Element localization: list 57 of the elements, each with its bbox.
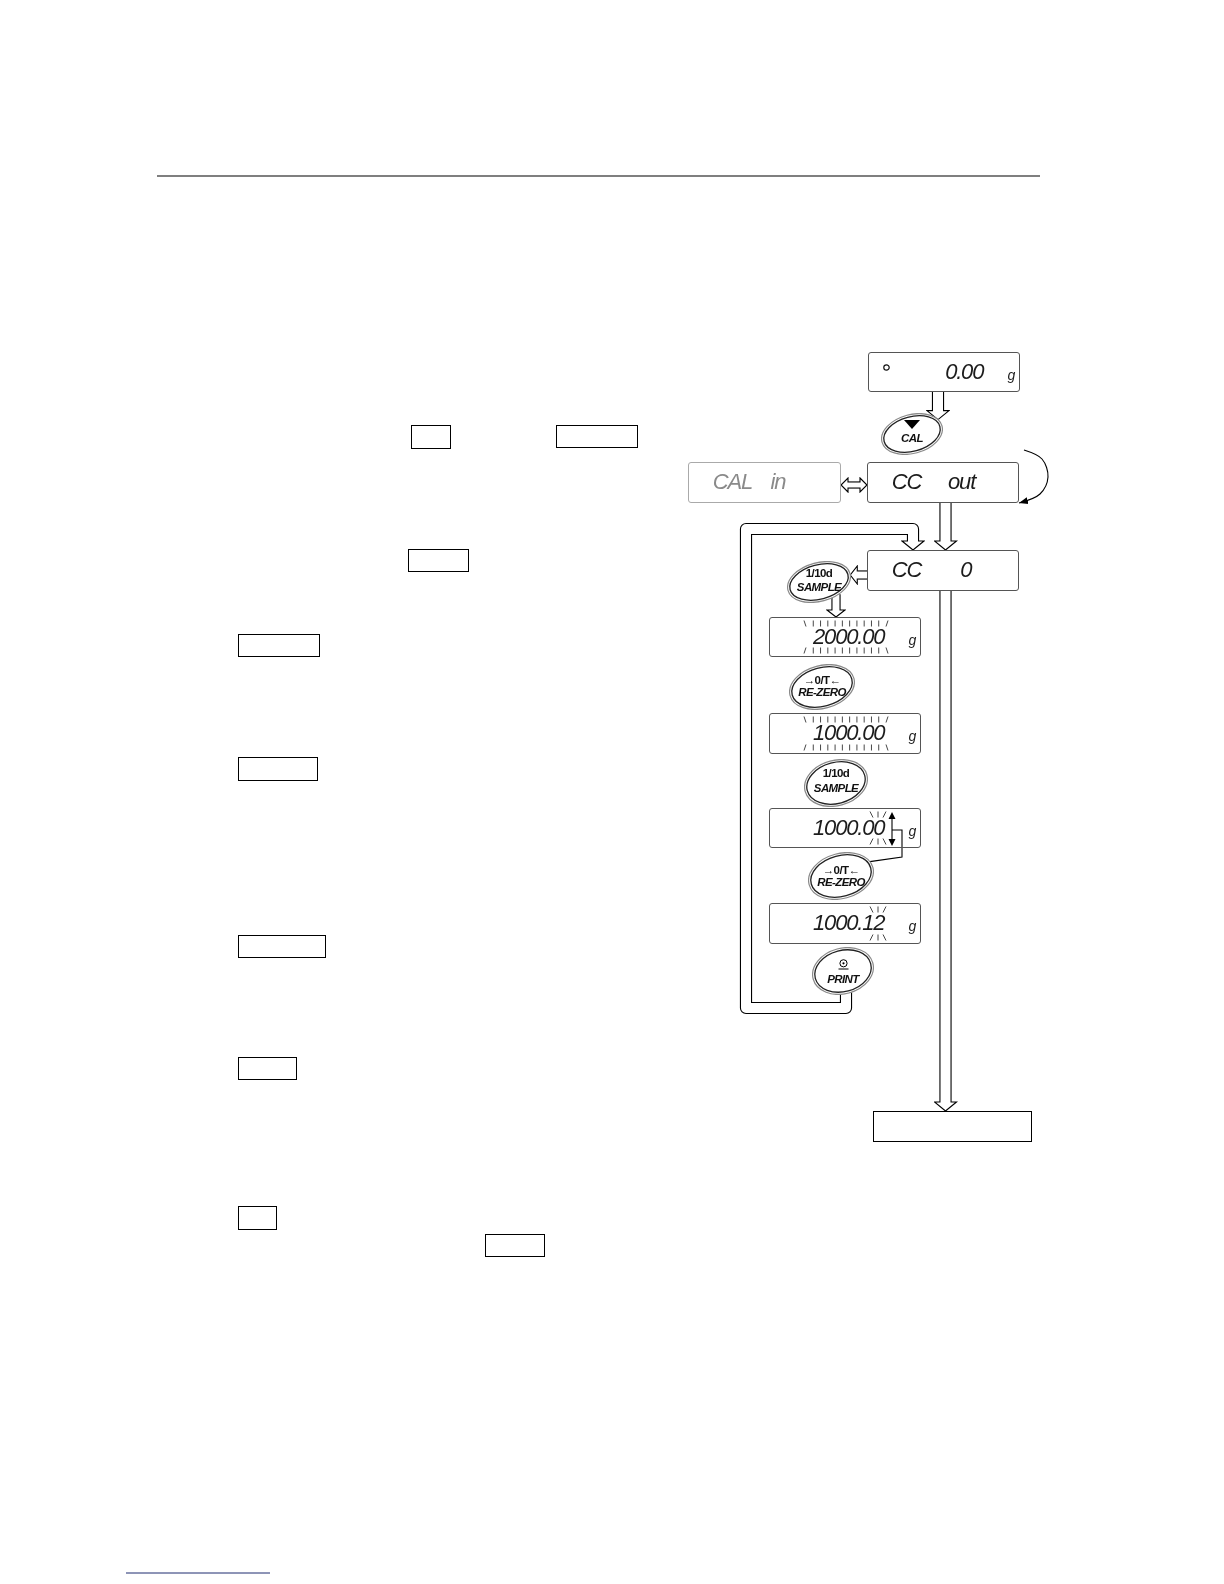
- key-label: RE-ZERO: [798, 687, 846, 699]
- unit-label: g: [908, 919, 916, 934]
- lcd-display: [867, 550, 1019, 591]
- unit-label: g: [908, 729, 916, 744]
- key-label: 1/10d: [822, 768, 850, 780]
- empty-box: [408, 549, 469, 572]
- display-readout: 2000.00: [813, 625, 885, 648]
- empty-box: [238, 634, 320, 657]
- hollow-arrow: [926, 392, 950, 421]
- key-label: PRINT: [827, 973, 859, 985]
- lcd-display: [867, 462, 1019, 503]
- key-button: [808, 852, 874, 900]
- display-readout: 0.00: [945, 360, 984, 383]
- display-readout: 1000.00: [813, 816, 885, 839]
- key-label: →0/T←: [803, 675, 841, 687]
- empty-box: [485, 1234, 545, 1257]
- hollow-arrow: [933, 503, 958, 551]
- key-label: SAMPLE: [813, 783, 859, 795]
- unit-label: g: [908, 632, 916, 647]
- display-readout: 1000.00: [813, 722, 885, 745]
- hollow-arrow: [849, 565, 867, 585]
- key-label: RE-ZERO: [817, 877, 865, 889]
- key-button: [812, 947, 874, 995]
- lcd-display: [769, 713, 921, 754]
- lcd-display: [769, 903, 921, 944]
- key-label: CAL: [901, 433, 923, 445]
- lcd-display: [769, 808, 921, 848]
- empty-box: [238, 935, 326, 958]
- key-button: [787, 561, 851, 603]
- empty-box: [238, 757, 318, 781]
- unit-label: g: [908, 823, 916, 838]
- empty-box: [873, 1111, 1032, 1142]
- key-label: →0/T←: [822, 865, 860, 877]
- hollow-arrow: [840, 477, 868, 493]
- key-button: [804, 759, 868, 807]
- hollow-arrow: [739, 522, 925, 1015]
- display-readout: CC out: [891, 471, 976, 494]
- display-readout: 1000.12: [813, 912, 885, 935]
- display-readout: CC: [891, 559, 922, 582]
- lcd-display: [868, 352, 1020, 392]
- hollow-arrow: [933, 591, 958, 1112]
- empty-box: [238, 1057, 297, 1080]
- unit-label: g: [1007, 367, 1015, 382]
- lcd-display: [688, 462, 841, 503]
- up-down-arrow-icon: [887, 811, 896, 846]
- key-button: [789, 664, 855, 710]
- empty-box: [411, 425, 451, 449]
- key-label: SAMPLE: [796, 582, 842, 594]
- key-label: 1/10d: [805, 568, 833, 580]
- curved-arrow: [1018, 449, 1049, 504]
- lcd-display: [769, 617, 921, 657]
- leader-line: [869, 829, 903, 863]
- empty-box: [556, 425, 638, 448]
- display-readout: 0: [960, 559, 972, 582]
- key-button: [881, 413, 943, 455]
- empty-box: [238, 1206, 277, 1230]
- display-readout: CAL in: [712, 471, 786, 494]
